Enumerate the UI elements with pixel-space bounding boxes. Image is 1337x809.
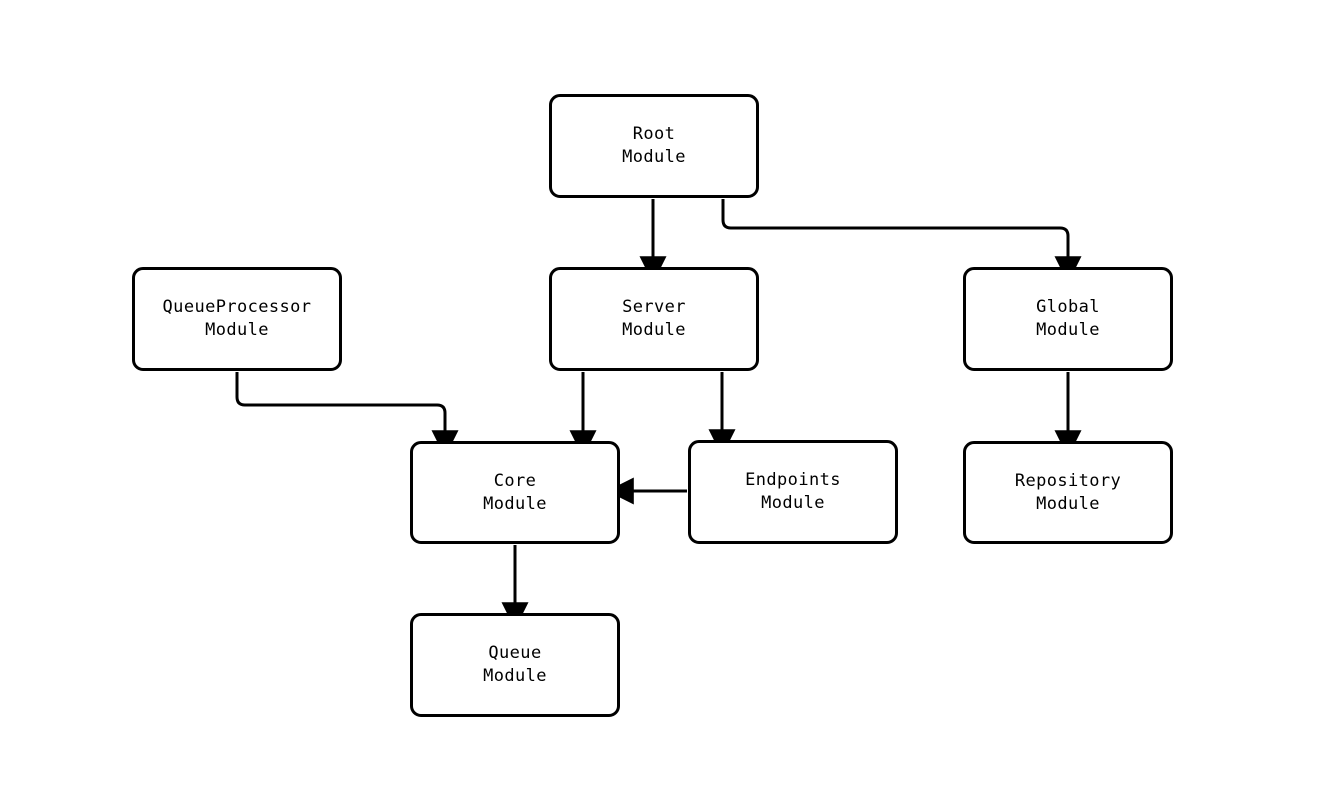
node-root-module-subtitle: Module [622, 147, 686, 167]
node-server-module[interactable]: Server Module [549, 267, 759, 371]
node-queueprocessor-module-subtitle: Module [205, 320, 269, 340]
node-queue-module[interactable]: Queue Module [410, 613, 620, 717]
node-endpoints-module-title: Endpoints [745, 470, 841, 490]
edge-root-to-global [721, 199, 1082, 284]
node-repository-module-subtitle: Module [1036, 493, 1100, 514]
node-global-module[interactable]: Global Module [963, 267, 1173, 371]
edges-group [235, 199, 1082, 630]
node-server-module-subtitle: Module [622, 320, 686, 340]
node-core-module-subtitle: Module [483, 493, 547, 514]
node-queue-module-title: Queue [488, 643, 542, 663]
node-endpoints-module-subtitle: Module [761, 493, 825, 513]
node-repository-module[interactable]: Repository Module [963, 441, 1173, 544]
node-queueprocessor-module[interactable]: QueueProcessor Module [132, 267, 342, 371]
edge-queueprocessor-to-core [235, 372, 459, 458]
node-queueprocessor-module-title: QueueProcessor [162, 297, 312, 317]
node-core-module-title: Core [493, 470, 537, 491]
node-repository-module-title: Repository [1014, 470, 1122, 491]
node-global-module-title: Global [1036, 297, 1100, 317]
node-queue-module-subtitle: Module [483, 666, 547, 686]
node-core-module[interactable]: Core Module [410, 441, 620, 544]
node-server-module-title: Server [622, 297, 686, 317]
node-root-module[interactable]: Root Module [549, 94, 759, 198]
node-endpoints-module[interactable]: Endpoints Module [688, 440, 898, 544]
node-global-module-subtitle: Module [1036, 320, 1100, 340]
node-root-module-title: Root [632, 124, 676, 144]
